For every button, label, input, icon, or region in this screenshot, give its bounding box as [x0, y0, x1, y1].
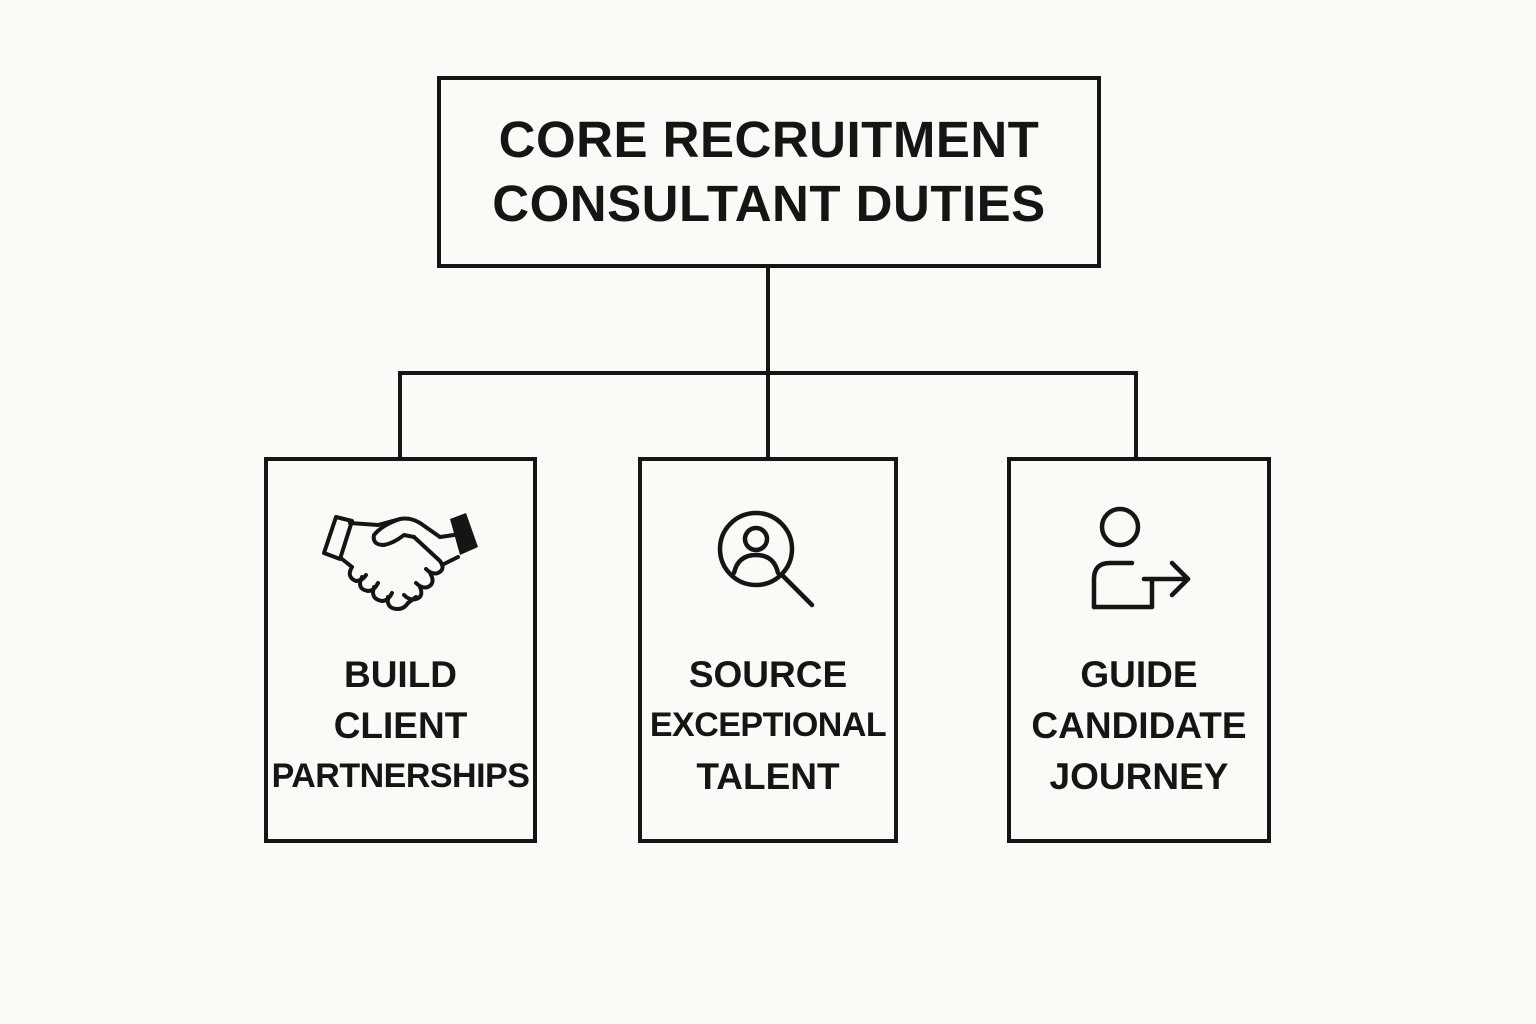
handshake-icon [268, 505, 533, 617]
duty-label-line-2: CANDIDATE [1031, 705, 1247, 746]
duty-label-line-1: BUILD [343, 654, 458, 695]
root-title-line-1: CORE RECRUITMENT [498, 111, 1040, 168]
duty-label-line-3: PARTNERSHIPS [271, 757, 530, 795]
duty-node-client-partnerships: BUILD CLIENT PARTNERSHIPS [264, 457, 537, 843]
duty-node-exceptional-talent: SOURCE EXCEPTIONAL TALENT [638, 457, 898, 843]
duty-label-line-2: CLIENT [333, 705, 468, 746]
person-search-icon [642, 505, 894, 617]
duty-label-line-3: TALENT [696, 756, 840, 797]
user-arrow-icon [1011, 505, 1267, 617]
duty-label-line-1: GUIDE [1080, 654, 1198, 695]
duty-label: GUIDE CANDIDATE JOURNEY [1001, 649, 1277, 802]
root-node: CORE RECRUITMENT CONSULTANT DUTIES [437, 76, 1101, 268]
duty-label-line-1: SOURCE [688, 654, 848, 695]
root-title-line-2: CONSULTANT DUTIES [492, 175, 1046, 232]
duty-label-line-2: EXCEPTIONAL [649, 706, 887, 744]
duty-label: SOURCE EXCEPTIONAL TALENT [632, 649, 904, 802]
duty-node-candidate-journey: GUIDE CANDIDATE JOURNEY [1007, 457, 1271, 843]
duty-label: BUILD CLIENT PARTNERSHIPS [258, 649, 543, 802]
duty-label-line-3: JOURNEY [1049, 756, 1229, 797]
